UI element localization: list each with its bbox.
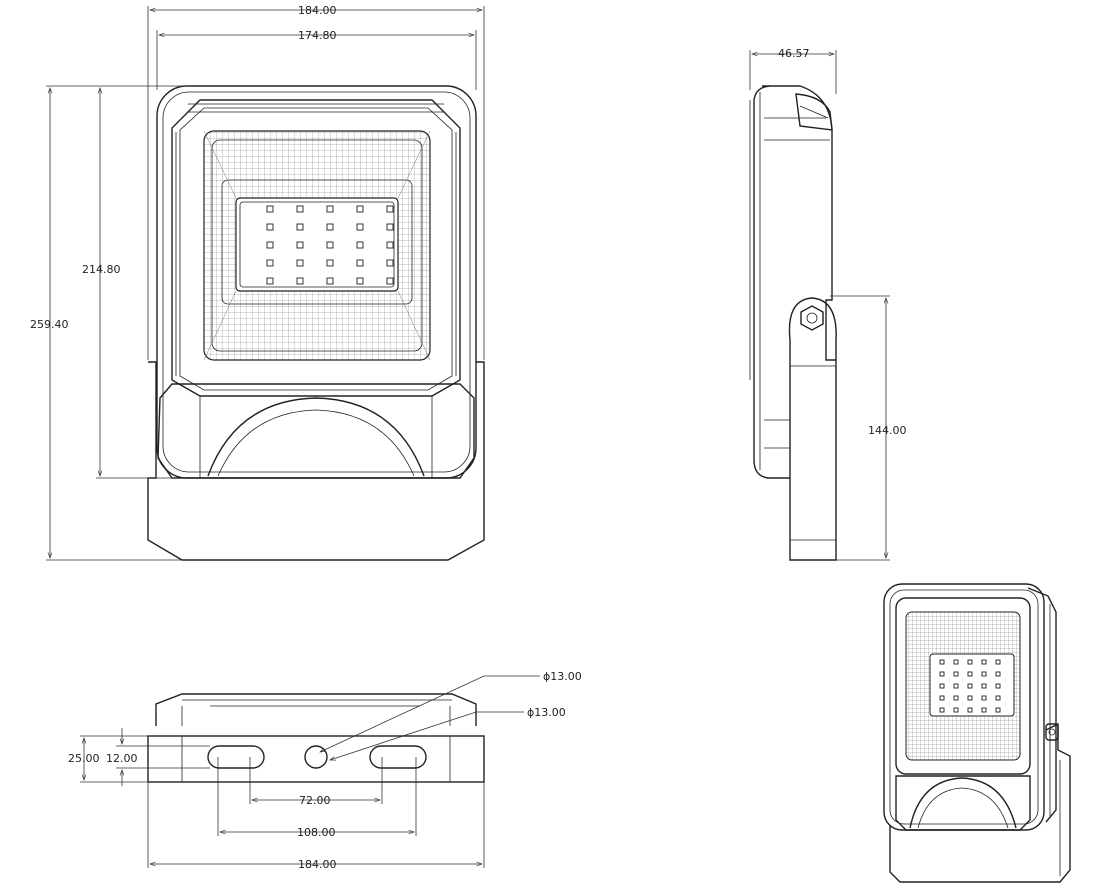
led-chip	[967, 707, 973, 713]
led-chip	[995, 683, 1001, 689]
front-frame-inner	[179, 107, 453, 391]
led-chip	[939, 659, 945, 665]
bottom-bracket	[147, 735, 485, 783]
led-chip	[296, 259, 304, 267]
side-view: 46.57 144.00	[749, 47, 907, 561]
led-chip	[939, 707, 945, 713]
led-chip	[981, 671, 987, 677]
led-chip	[995, 695, 1001, 701]
led-chip	[953, 695, 959, 701]
isometric-view	[883, 583, 1071, 883]
led-chip	[326, 205, 334, 213]
front-lower-housing	[157, 383, 475, 479]
dim-bottom-overall-width: 184.00	[298, 858, 337, 871]
led-chip	[356, 241, 364, 249]
iso-arch	[909, 777, 1017, 829]
led-chip	[981, 659, 987, 665]
led-chip	[386, 277, 394, 285]
bottom-center-hole	[304, 745, 328, 769]
led-chip	[296, 277, 304, 285]
bottom-housing-top	[155, 693, 477, 726]
led-chip	[981, 707, 987, 713]
led-chip	[386, 205, 394, 213]
dim-side-bracket-height: 144.00	[868, 424, 907, 437]
bottom-slot-right	[369, 745, 427, 769]
dim-front-overall-height: 259.40	[30, 318, 69, 331]
led-chip	[995, 707, 1001, 713]
dim-bottom-slot-outer: 108.00	[297, 826, 336, 839]
led-chip	[953, 671, 959, 677]
dim-bottom-hole-dia-2: ϕ13.00	[527, 706, 566, 719]
led-chip	[995, 659, 1001, 665]
led-chip	[939, 695, 945, 701]
led-chip	[967, 671, 973, 677]
led-chip	[266, 205, 274, 213]
front-housing-inner	[162, 91, 471, 473]
led-chip	[356, 277, 364, 285]
led-chip	[266, 277, 274, 285]
iso-bolt	[1045, 723, 1059, 741]
led-chip	[386, 223, 394, 231]
side-housing	[753, 85, 836, 479]
led-chip	[967, 695, 973, 701]
dim-front-overall-width: 184.00	[298, 4, 337, 17]
led-chip	[326, 259, 334, 267]
iso-housing-side	[1027, 587, 1057, 823]
led-chip	[266, 223, 274, 231]
dim-bottom-hole-dia-1: ϕ13.00	[543, 670, 582, 683]
led-chip	[939, 671, 945, 677]
led-chip	[995, 671, 1001, 677]
led-chip	[939, 683, 945, 689]
led-chip	[981, 683, 987, 689]
led-chip	[356, 259, 364, 267]
dim-side-depth: 46.57	[778, 47, 810, 60]
bottom-view: ϕ13.00 ϕ13.00 25.00 12.00 72.00 108.00 1…	[68, 670, 582, 871]
led-chip	[356, 223, 364, 231]
led-chip	[296, 241, 304, 249]
led-chip	[266, 259, 274, 267]
led-chip	[386, 241, 394, 249]
led-chip	[386, 259, 394, 267]
led-chip	[967, 683, 973, 689]
front-led-array	[266, 205, 394, 285]
dim-bottom-bracket-height: 25.00	[68, 752, 100, 765]
side-bolt-hex	[800, 305, 824, 331]
front-arch	[207, 397, 425, 477]
led-chip	[326, 223, 334, 231]
iso-lower-housing	[895, 775, 1031, 831]
led-chip	[326, 241, 334, 249]
dim-bottom-slot-height: 12.00	[106, 752, 138, 765]
led-chip	[953, 683, 959, 689]
iso-led-array	[939, 659, 1001, 713]
bottom-slot-left	[207, 745, 265, 769]
led-chip	[296, 205, 304, 213]
led-chip	[967, 659, 973, 665]
led-chip	[266, 241, 274, 249]
side-bracket	[788, 297, 837, 561]
side-top-cap	[795, 93, 833, 131]
front-led-board	[235, 197, 399, 292]
led-chip	[296, 223, 304, 231]
dim-front-inner-width: 174.80	[298, 29, 337, 42]
dim-front-body-height: 214.80	[82, 263, 121, 276]
led-chip	[981, 695, 987, 701]
led-chip	[356, 205, 364, 213]
led-chip	[953, 659, 959, 665]
dim-bottom-slot-inner: 72.00	[299, 794, 331, 807]
led-chip	[953, 707, 959, 713]
front-view: 184.00 174.80 214.80 259.40	[30, 4, 485, 561]
led-chip	[326, 277, 334, 285]
front-base-plate	[147, 361, 485, 561]
